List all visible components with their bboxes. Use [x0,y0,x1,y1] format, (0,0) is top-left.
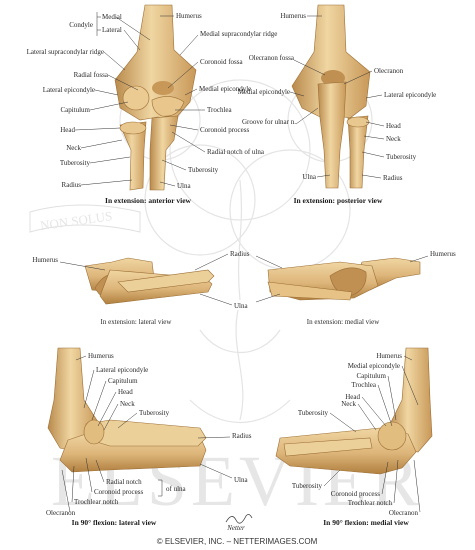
label-trochlear-notch-medial-flex: Trochlear notch [348,499,393,507]
posterior-view-labels: Humerus Olecranon fossa Olecranon Medial… [238,12,437,182]
label-medial-epicondyle-flex: Medial epicondyle [348,362,400,370]
label-neck-medial-flex: Neck [341,400,356,408]
label-olecranon-lateral-flex: Olecranon [46,509,76,517]
posterior-view-bones [291,4,371,189]
medial-extension-leaders [255,255,429,303]
medial-flexion-leaders [323,355,421,513]
watermark-motto: NON SOLUS [39,208,113,233]
label-medial-epicondyle: Medial epicondyle [199,85,251,93]
label-ulna-lateral-ext: Ulna [234,302,249,310]
label-neck-posterior: Neck [386,135,401,143]
label-humerus-posterior: Humerus [280,12,306,20]
label-trochlea-medial-flex: Trochlea [351,381,377,389]
label-humerus-medial-flex: Humerus [376,352,402,360]
label-olecranon-medial-flex: Olecranon [389,509,419,517]
lateral-extension-leaders [59,253,233,306]
label-tuberosity-lateral-flex: Tuberosity [139,409,170,417]
label-capitulum-lateral-flex: Capitulum [108,377,138,385]
label-coronoid-fossa: Coronoid fossa [200,58,243,66]
label-radius-lateral-ext: Radius [230,250,250,258]
label-radius-posterior: Radius [383,174,403,182]
watermark-banner [29,204,141,233]
label-radial-notch: Radial notch [106,478,142,486]
label-coronoid-process: Coronoid process [200,126,249,134]
label-humerus: Humerus [176,12,202,20]
label-tuberosity-radius: Tuberosity [60,159,91,167]
copyright-footer: © ELSEVIER, INC. – NETTERIMAGES.COM [157,537,318,546]
label-medial-supracondylar-ridge: Medial supracondylar ridge [200,30,277,38]
label-lateral-epicondyle-posterior: Lateral epicondyle [384,91,436,99]
lateral-flexion-labels: Humerus Lateral epicondyle Capitulum Hea… [46,352,252,517]
label-coronoid-process-medial-flex: Coronoid process [331,490,380,498]
label-capitulum-medial-flex: Capitulum [356,372,386,380]
label-tuberosity-posterior: Tuberosity [386,153,417,161]
caption-lateral-extension: In extension: lateral view [101,318,173,326]
label-tuberosity-ulna: Tuberosity [188,166,219,174]
label-tuberosity-medial-flex-upper: Tuberosity [298,409,329,417]
lateral-extension-bones [84,257,215,305]
label-ulna-posterior: Ulna [302,173,317,181]
label-humerus-lateral-ext: Humerus [32,256,58,264]
label-head-medial-flex: Head [345,393,360,401]
label-lateral-epicondyle-flex: Lateral epicondyle [96,366,148,374]
posterior-view-leaders [289,15,385,179]
label-medial: Medial [102,13,122,21]
caption-medial-extension: In extension: medial view [307,318,380,326]
caption-lateral-flexion: In 90° flexion: lateral view [72,518,157,527]
lateral-extension-labels: Humerus Radius Ulna [32,250,249,310]
label-ulna-lateral-flex: Ulna [234,476,249,484]
anterior-view-bones [114,4,197,191]
netter-signature: Netter [225,514,253,532]
label-olecranon: Olecranon [374,67,404,75]
signature-text: Netter [226,524,245,532]
label-ulna: Ulna [177,182,192,190]
label-neck-lateral-flex: Neck [120,400,135,408]
label-humerus-lateral-flex: Humerus [88,352,114,360]
label-trochlea: Trochlea [207,106,233,114]
anterior-view-leaders [74,12,206,187]
label-radial-notch-of-ulna: Radial notch of ulna [207,148,265,156]
label-head-posterior: Head [386,122,401,130]
label-radius: Radius [62,181,82,189]
label-capitulum: Capitulum [60,106,90,114]
label-medial-epicondyle-posterior: Medial epicondyle [238,88,290,96]
label-neck: Neck [66,144,81,152]
label-coronoid-process-lateral-flex: Coronoid process [94,488,143,496]
medial-extension-bones [267,257,421,301]
label-groove-for-ulnar-nerve: Groove for ulnar n. [242,118,296,126]
label-olecranon-fossa: Olecranon fossa [249,54,295,62]
caption-medial-flexion: In 90° flexion: medial view [323,518,409,527]
label-of-ulna: of ulna [166,485,187,493]
label-humerus-medial-ext: Humerus [430,250,456,258]
medial-flexion-labels: Humerus Medial epicondyle Capitulum Troc… [292,352,419,517]
lateral-flexion-leaders [61,355,233,513]
label-head-lateral-flex: Head [118,388,133,396]
label-lateral: Lateral [102,26,122,34]
label-radius-lateral-flex: Radius [232,432,252,440]
label-tuberosity-medial-flex-lower: Tuberosity [292,482,323,490]
caption-posterior-view: In extension: posterior view [294,196,383,205]
anterior-view-labels: Condyle Medial Lateral Humerus Medial su… [27,12,278,190]
medial-flexion-bones [275,347,433,475]
caption-anterior-view: In extension: anterior view [105,196,191,205]
label-condyle: Condyle [69,21,93,29]
label-head: Head [60,126,75,134]
label-trochlear-notch-lateral-flex: Trochlear notch [74,498,119,506]
label-lateral-supracondylar-ridge: Lateral supracondylar ridge [27,48,104,56]
label-radial-fossa: Radial fossa [74,71,109,79]
label-lateral-epicondyle: Lateral epicondyle [43,86,95,94]
